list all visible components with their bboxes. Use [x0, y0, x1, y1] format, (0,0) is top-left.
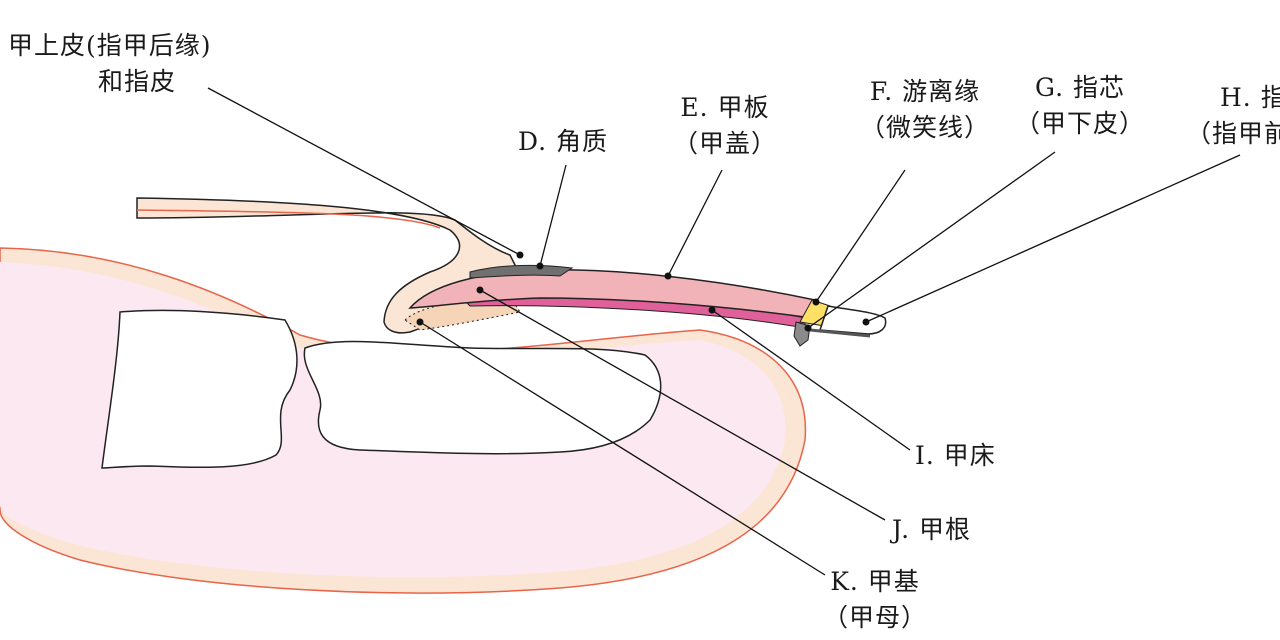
eponychium-inner-line: [136, 209, 441, 229]
leader-k: [419, 321, 826, 576]
label-eponychium-line2: 和指皮: [98, 67, 177, 96]
dot-f: [812, 298, 820, 306]
dot-g: [804, 324, 812, 332]
joint-shape: [303, 340, 662, 455]
dot-j: [476, 286, 484, 294]
dot-e: [664, 272, 672, 280]
leader-g: [807, 151, 1056, 329]
label-hyponychium-line1: G. 指芯: [1035, 73, 1125, 102]
leader-j: [479, 289, 886, 521]
dot-i: [708, 306, 716, 314]
hyponychium-underline: [809, 328, 871, 338]
label-eponychium-line1: 甲上皮(指甲后缘): [8, 31, 212, 60]
label-hyponychium-line2: （甲下皮）: [1014, 109, 1145, 138]
label-matrix-line2: （甲母）: [822, 603, 927, 632]
label-nail-root: J. 甲根: [892, 515, 971, 544]
leader-i: [711, 309, 911, 451]
label-nail-bed: I. 甲床: [915, 441, 996, 470]
nail-tip: [818, 305, 887, 335]
label-nail-plate-line2: （甲盖）: [672, 129, 777, 158]
dot-h: [862, 318, 870, 326]
leader-e: [667, 169, 723, 277]
label-h-line1: H. 指: [1220, 83, 1280, 112]
bone-shape: [101, 309, 298, 469]
leader-d: [539, 164, 567, 267]
leader-a: [207, 87, 521, 256]
leader-h: [865, 154, 1241, 323]
dot-a: [516, 251, 524, 259]
dot-k: [416, 318, 424, 326]
label-matrix-line1: K. 甲基: [830, 567, 920, 596]
leader-f: [815, 169, 906, 303]
label-free-edge-line1: F. 游离缘: [869, 77, 981, 106]
dot-d: [536, 262, 544, 270]
label-free-edge-line2: （微笑线）: [859, 113, 990, 142]
label-nail-plate-line1: E. 甲板: [680, 93, 770, 122]
label-h-line2: （指甲前: [1186, 119, 1280, 148]
label-cuticle: D. 角质: [518, 127, 609, 156]
cuticle: [469, 264, 574, 279]
